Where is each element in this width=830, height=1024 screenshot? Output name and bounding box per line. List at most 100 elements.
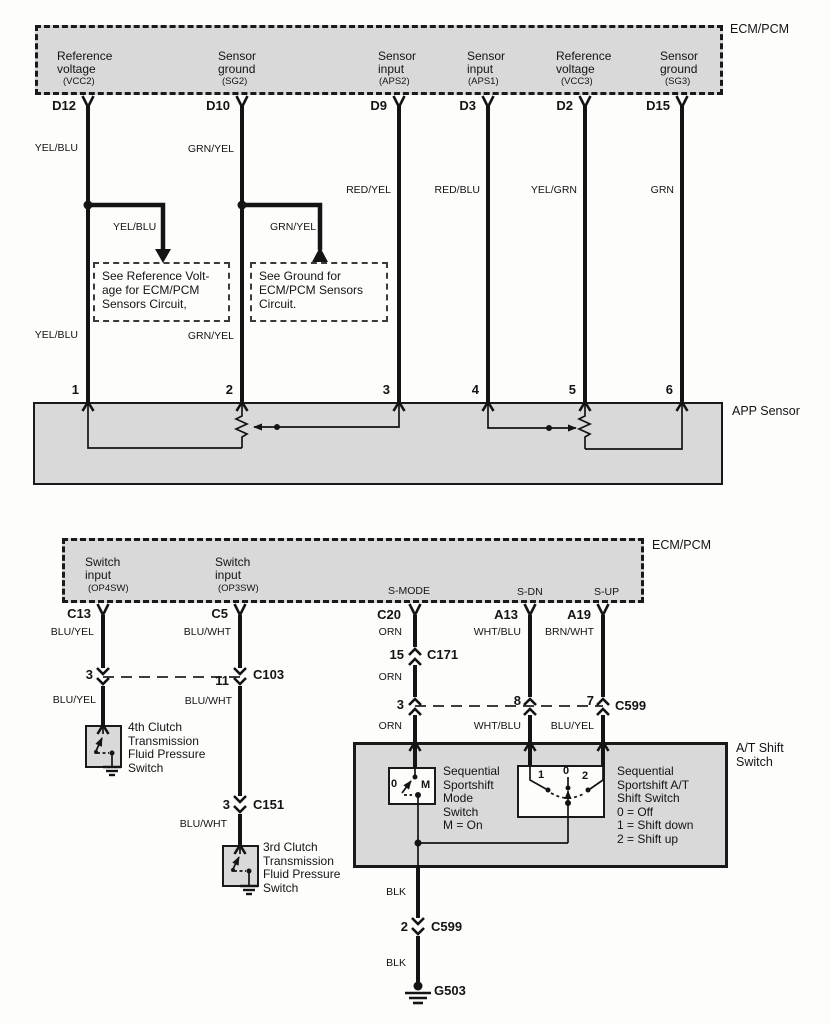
arrow-up-icon	[312, 247, 328, 262]
ground-id: G503	[434, 983, 466, 998]
at-shift-switch-title: A/T Shift Switch	[736, 741, 784, 769]
connector-dashed-line	[103, 676, 603, 707]
clutch4-switch-label: 4th Clutch Transmission Fluid Pressure S…	[128, 720, 206, 775]
reference-voltage-note: See Reference Volt- age for ECM/PCM Sens…	[102, 269, 210, 311]
branch-wire-color-label: YEL/BLU	[113, 221, 157, 233]
ecm-pin-id: C13	[67, 606, 91, 621]
shift-switch-inner-box	[517, 765, 605, 818]
mode-switch-inner-box	[388, 767, 436, 805]
app-pin-number: 1	[71, 382, 79, 397]
ecm-function-sublabel: (APS1)	[468, 76, 499, 87]
wire-color-label: GRN	[650, 184, 674, 196]
wire-color-label: ORN	[378, 720, 402, 732]
shift-switch-pos-0: 0	[563, 765, 570, 777]
ecm-pcm-box-top	[35, 25, 723, 95]
wire-color-label: BLU/YEL	[52, 694, 96, 706]
wire-color-label: YEL/BLU	[34, 329, 78, 341]
ecm-function-sublabel: (APS2)	[379, 76, 410, 87]
wire-color-label: RED/YEL	[346, 184, 391, 196]
wire-color-label: BLU/WHT	[184, 695, 232, 707]
wire-color-label: YEL/GRN	[530, 184, 577, 196]
wire-color-label: BLU/YEL	[550, 720, 594, 732]
ecm-pin-id: A13	[494, 607, 518, 622]
app-pin-number: 5	[568, 382, 576, 397]
shift-switch-pos-1: 1	[538, 769, 545, 781]
ecm-function-label: S-DN	[517, 586, 543, 598]
ecm-pin-id: C5	[211, 606, 228, 621]
connector-name: C151	[253, 797, 285, 812]
connector-pin-number: 7	[586, 693, 594, 708]
ground-note-box	[250, 262, 388, 322]
connector-pin-number: 8	[513, 693, 521, 708]
wire	[86, 105, 684, 402]
connector-pin-number: 3	[85, 667, 93, 682]
ecm-function-label: Sensor ground	[218, 49, 257, 76]
ecm-function-label: Reference voltage	[556, 49, 612, 76]
wire-color-label: WHT/BLU	[473, 720, 521, 732]
arrow-down-icon	[155, 249, 171, 263]
shift-switch-description: Sequential Sportshift A/T Shift Switch 0…	[617, 764, 694, 846]
ecm-function-sublabel: (OP3SW)	[218, 583, 259, 594]
connector-name: C599	[615, 698, 647, 713]
ecm-pin-id: D3	[459, 98, 476, 113]
connector-name: C171	[427, 647, 459, 662]
ecm-function-sublabel: (OP4SW)	[88, 583, 129, 594]
connector-name: C599	[431, 919, 463, 934]
shift-switch-pos-2: 2	[582, 770, 589, 782]
app-sensor-title: APP Sensor	[732, 404, 800, 418]
connector-pin-number: 2	[400, 919, 408, 934]
mode-switch-pos-m: M	[421, 779, 431, 791]
wire-color-label: GRN/YEL	[187, 330, 234, 342]
ecm-pcm-title-top: ECM/PCM	[730, 22, 790, 36]
branch-wire-color-label: GRN/YEL	[270, 221, 317, 233]
app-pin-number: 6	[665, 382, 673, 397]
wire-color-label: GRN/YEL	[187, 143, 234, 155]
wire-color-label: BLU/YEL	[50, 626, 94, 638]
wire-color-label: RED/BLU	[434, 184, 480, 196]
ground-note: See Ground for ECM/PCM Sensors Circuit.	[259, 269, 364, 311]
ecm-pin-id: C20	[377, 607, 401, 622]
ecm-function-label: S-UP	[594, 586, 620, 598]
reference-voltage-note-box	[93, 262, 230, 322]
mode-switch-pos-0: 0	[391, 778, 398, 790]
ecm-function-label: Switch input	[215, 555, 251, 582]
wire-color-label: BLK	[386, 886, 406, 898]
clutch3-switch-box	[222, 845, 259, 887]
app-pin-number: 4	[471, 382, 479, 397]
wire-color-label: ORN	[378, 671, 402, 683]
wire-color-label: BLU/WHT	[179, 818, 227, 830]
ecm-pin-id: D15	[646, 98, 670, 113]
app-pin-number: 3	[382, 382, 390, 397]
ecm-pcm-box-bottom	[62, 538, 644, 603]
ecm-function-label: Sensor input	[467, 49, 506, 76]
ecm-function-label: Sensor input	[378, 49, 417, 76]
ecm-pin-id: D9	[370, 98, 387, 113]
ecm-function-sublabel: (SG3)	[665, 76, 691, 87]
connector-pin-number: 3	[222, 797, 230, 812]
wire-color-label: ORN	[378, 626, 402, 638]
app-pin-number: 2	[225, 382, 233, 397]
ecm-function-label: Reference voltage	[57, 49, 113, 76]
wire-color-label: WHT/BLU	[473, 626, 521, 638]
connector-pin-number: 15	[389, 647, 404, 662]
ecm-function-label: S-MODE	[388, 585, 430, 597]
wire-color-label: YEL/BLU	[34, 142, 78, 154]
ecm-pcm-title-bottom: ECM/PCM	[652, 538, 712, 552]
clutch4-switch-box	[85, 725, 122, 768]
g503-ground-icon	[405, 981, 431, 1005]
app-sensor-box	[33, 402, 723, 485]
wire-color-label: BLU/WHT	[183, 626, 231, 638]
junction-dot	[83, 200, 247, 210]
ecm-function-sublabel: (SG2)	[222, 76, 248, 87]
ecm-pin-id: D12	[52, 98, 76, 113]
wire-color-label: BLK	[386, 957, 406, 969]
ecm-pin-id: A19	[567, 607, 591, 622]
pin-terminal-icon	[96, 602, 610, 617]
connector-name: C103	[253, 667, 285, 682]
clutch3-switch-label: 3rd Clutch Transmission Fluid Pressure S…	[263, 840, 341, 895]
ecm-function-sublabel: (VCC2)	[63, 76, 95, 87]
wire-color-label: BRN/WHT	[545, 626, 594, 638]
ecm-function-sublabel: (VCC3)	[561, 76, 593, 87]
